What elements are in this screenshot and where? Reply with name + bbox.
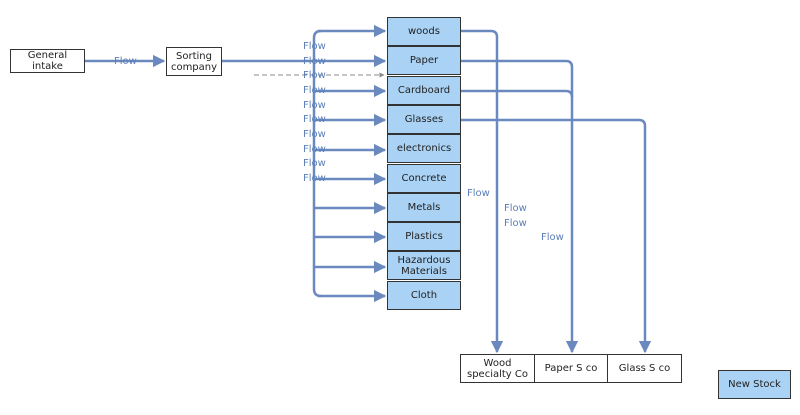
- flow-label-bus-4: Flow: [303, 85, 326, 96]
- destination-paper-s-co[interactable]: Paper S co: [534, 354, 608, 383]
- sorting-company-label: Sorting company: [170, 50, 218, 73]
- flow-label-intake: Flow: [114, 56, 137, 67]
- category-cell[interactable]: Metals: [387, 192, 461, 222]
- flow-label-bus-10: Flow: [303, 173, 326, 184]
- distribution-bus: [312, 29, 322, 298]
- category-label: Metals: [407, 201, 441, 213]
- flow-label-bus-9: Flow: [303, 158, 326, 169]
- category-label: Cloth: [410, 289, 438, 301]
- category-cell[interactable]: Paper: [387, 46, 461, 76]
- flow-label-bus-2: Flow: [303, 56, 326, 67]
- sorting-company-box[interactable]: Sorting company: [166, 47, 222, 76]
- flow-label-bus-3: Flow: [303, 70, 326, 81]
- flow-label-out-3: Flow: [504, 218, 527, 229]
- category-label: woods: [408, 26, 440, 37]
- flow-label-bus-1: Flow: [303, 41, 326, 52]
- arrow-glasses-to-glass-co: [461, 118, 652, 354]
- flow-label-bus-6: Flow: [303, 114, 326, 125]
- category-label: Concrete: [401, 172, 447, 184]
- destination-label: Wood specialty Co: [466, 357, 528, 380]
- flow-label-bus-5: Flow: [303, 100, 326, 111]
- flow-label-bus-7: Flow: [303, 129, 326, 140]
- category-cell[interactable]: Cloth: [387, 280, 461, 310]
- new-stock-label: New Stock: [728, 379, 781, 390]
- category-cell[interactable]: Plastics: [387, 222, 461, 252]
- new-stock-box[interactable]: New Stock: [718, 370, 791, 399]
- general-intake-box[interactable]: General intake: [10, 49, 85, 73]
- flow-label-out-2: Flow: [504, 203, 527, 214]
- flow-label-out-1: Flow: [467, 188, 490, 199]
- category-label: Paper: [409, 55, 439, 67]
- arrow-paper-to-paper-co: [461, 59, 579, 354]
- destination-wood-specialty[interactable]: Wood specialty Co: [460, 354, 535, 383]
- destination-label: Glass S co: [618, 363, 671, 374]
- general-intake-label: General intake: [27, 50, 68, 72]
- category-cell[interactable]: woods: [387, 17, 461, 46]
- category-cell[interactable]: electronics: [387, 134, 461, 164]
- category-cell[interactable]: Cardboard: [387, 75, 461, 105]
- category-label: Glasses: [404, 113, 444, 125]
- category-label: electronics: [396, 143, 452, 155]
- category-cell[interactable]: Hazardous Materials: [387, 251, 461, 281]
- arrow-cardboard-to-paper-co: [461, 89, 574, 98]
- category-label: Plastics: [405, 231, 443, 243]
- category-label: Hazardous Materials: [397, 254, 451, 277]
- flow-label-out-4: Flow: [541, 232, 564, 243]
- category-cell[interactable]: Glasses: [387, 104, 461, 134]
- flow-label-bus-8: Flow: [303, 144, 326, 155]
- category-cell[interactable]: Concrete: [387, 163, 461, 193]
- destination-glass-s-co[interactable]: Glass S co: [607, 354, 682, 383]
- destination-label: Paper S co: [544, 363, 598, 374]
- category-label: Cardboard: [397, 84, 451, 96]
- arrow-woods-to-wood-co: [461, 29, 504, 354]
